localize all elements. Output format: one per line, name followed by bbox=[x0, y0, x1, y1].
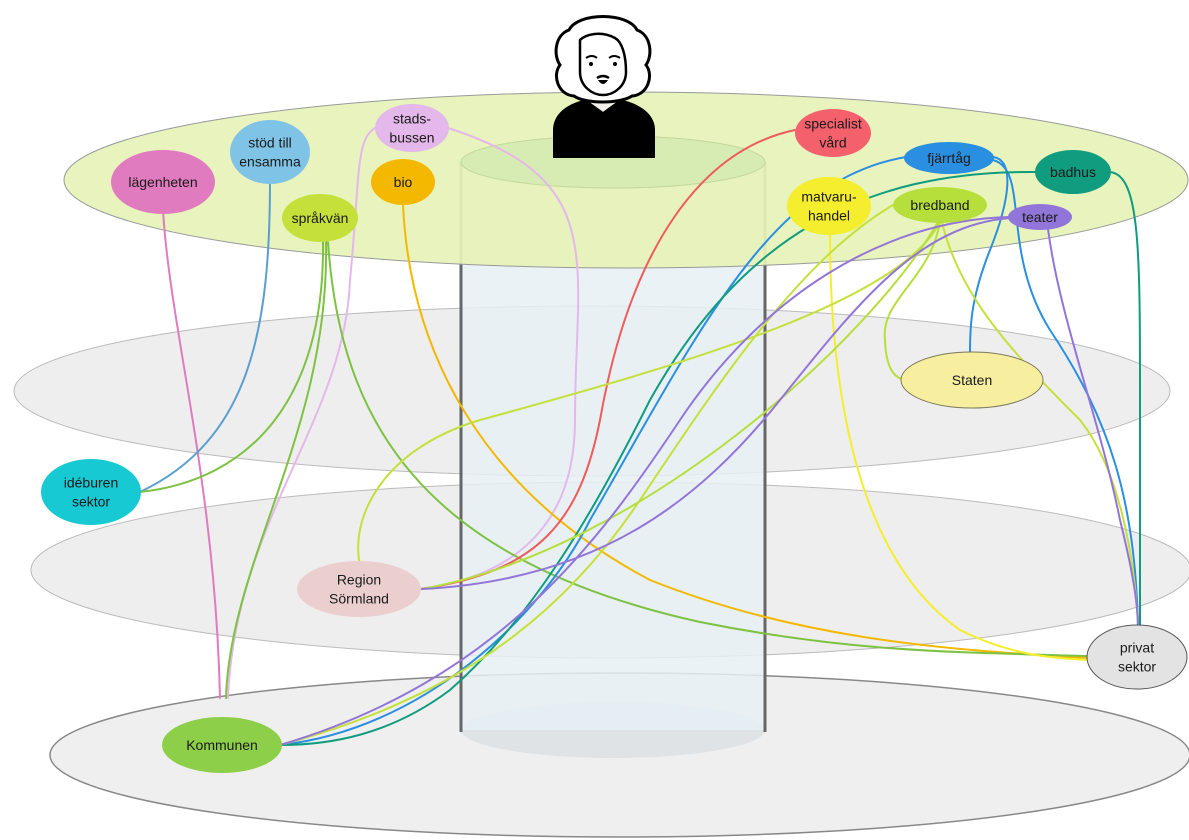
node-matvaruhandel-shape bbox=[787, 177, 871, 235]
node-ideburen-label: sektor bbox=[72, 494, 110, 510]
node-badhus-label: badhus bbox=[1050, 164, 1096, 180]
node-teater: teater bbox=[1008, 204, 1072, 230]
node-matvaruhandel-label: matvaru- bbox=[801, 189, 857, 205]
node-stod-label: stöd till bbox=[248, 135, 292, 151]
node-lagenheten-label: lägenheten bbox=[128, 174, 197, 190]
edge-bredband-region-2 bbox=[421, 221, 939, 590]
node-ideburen-label: idéburen bbox=[64, 475, 119, 491]
node-lagenheten: lägenheten bbox=[111, 150, 215, 214]
node-bredband-shape bbox=[893, 187, 987, 223]
node-specialist: specialist vård bbox=[795, 109, 871, 157]
edge-teater-region bbox=[421, 217, 1011, 590]
node-stod-label: ensamma bbox=[239, 154, 301, 170]
edge-bredband-privat bbox=[941, 221, 1139, 628]
edge-stod-ideburen bbox=[139, 179, 271, 493]
edge-fjarrtag-privat bbox=[992, 159, 1139, 628]
node-ideburen: idéburen sektor bbox=[41, 459, 141, 525]
node-staten-label: Staten bbox=[952, 372, 992, 388]
node-fjarrtag-label: fjärrtåg bbox=[927, 150, 971, 166]
node-sprakvan: språkvän bbox=[282, 194, 358, 242]
node-bio-shape bbox=[371, 159, 435, 205]
node-stadsbussen-label: stads- bbox=[393, 111, 431, 127]
node-stod: stöd till ensamma bbox=[230, 120, 310, 184]
node-region-shape bbox=[297, 561, 421, 617]
node-privat: privat sektor bbox=[1086, 624, 1188, 690]
node-stadsbussen-shape bbox=[375, 104, 449, 152]
edge-teater-privat bbox=[1047, 228, 1139, 628]
node-badhus-shape bbox=[1035, 150, 1111, 194]
node-sprakvan-shape bbox=[282, 194, 358, 242]
node-badhus: badhus bbox=[1035, 150, 1111, 194]
node-staten: Staten bbox=[900, 351, 1044, 409]
node-region-label: Region bbox=[337, 572, 381, 588]
node-matvaruhandel: matvaru-handel bbox=[787, 177, 871, 235]
node-kommunen: Kommunen bbox=[162, 717, 282, 773]
node-stod-shape bbox=[230, 120, 310, 184]
edge-bio-privat bbox=[402, 204, 1089, 659]
node-privat-label: sektor bbox=[1118, 659, 1156, 675]
node-ideburen-shape bbox=[41, 459, 141, 525]
node-stadsbussen-label: bussen bbox=[389, 130, 434, 146]
node-privat-label: privat bbox=[1120, 640, 1154, 656]
edge-bredband-staten bbox=[883, 221, 941, 381]
edge-badhus-privat bbox=[1109, 171, 1141, 628]
edge-sprakvan-privat bbox=[327, 241, 1089, 657]
edge-matvaruhandel-privat bbox=[829, 233, 1089, 661]
node-bio-label: bio bbox=[394, 174, 413, 190]
edge-stadsbussen-region bbox=[421, 127, 580, 590]
nodes: lägenheten stöd till ensamma stads-bussen bi… bbox=[41, 104, 1188, 773]
node-sprakvan-label: språkvän bbox=[292, 210, 349, 226]
node-kommunen-shape bbox=[162, 717, 282, 773]
node-stadsbussen: stads-bussen bbox=[375, 104, 449, 152]
node-fjarrtag-shape bbox=[904, 142, 994, 174]
node-specialist-shape bbox=[795, 109, 871, 157]
node-specialist-label: specialist bbox=[804, 116, 862, 132]
edge-bredband-region bbox=[357, 221, 941, 566]
elderly-person-icon bbox=[553, 15, 655, 158]
node-staten-shape bbox=[900, 351, 1044, 409]
node-bio: bio bbox=[371, 159, 435, 205]
node-matvaruhandel-label: handel bbox=[808, 208, 850, 224]
edge-sprakvan-kommunen bbox=[225, 241, 328, 699]
node-region-label: Sörmland bbox=[329, 591, 389, 607]
node-kommunen-label: Kommunen bbox=[186, 737, 258, 753]
edge-specialist-region bbox=[419, 129, 796, 590]
node-bredband-label: bredband bbox=[910, 197, 969, 213]
node-teater-label: teater bbox=[1022, 209, 1058, 225]
node-lagenheten-shape bbox=[111, 150, 215, 214]
node-privat-shape bbox=[1086, 624, 1188, 690]
edge-sprakvan-ideburen bbox=[139, 241, 325, 493]
node-teater-shape bbox=[1008, 204, 1072, 230]
edge-teater-kommunen bbox=[279, 216, 1011, 746]
edge-lagenheten-kommunen bbox=[162, 209, 221, 699]
node-bredband: bredband bbox=[893, 187, 987, 223]
node-fjarrtag: fjärrtåg bbox=[904, 142, 994, 174]
node-specialist-label: vård bbox=[819, 135, 846, 151]
